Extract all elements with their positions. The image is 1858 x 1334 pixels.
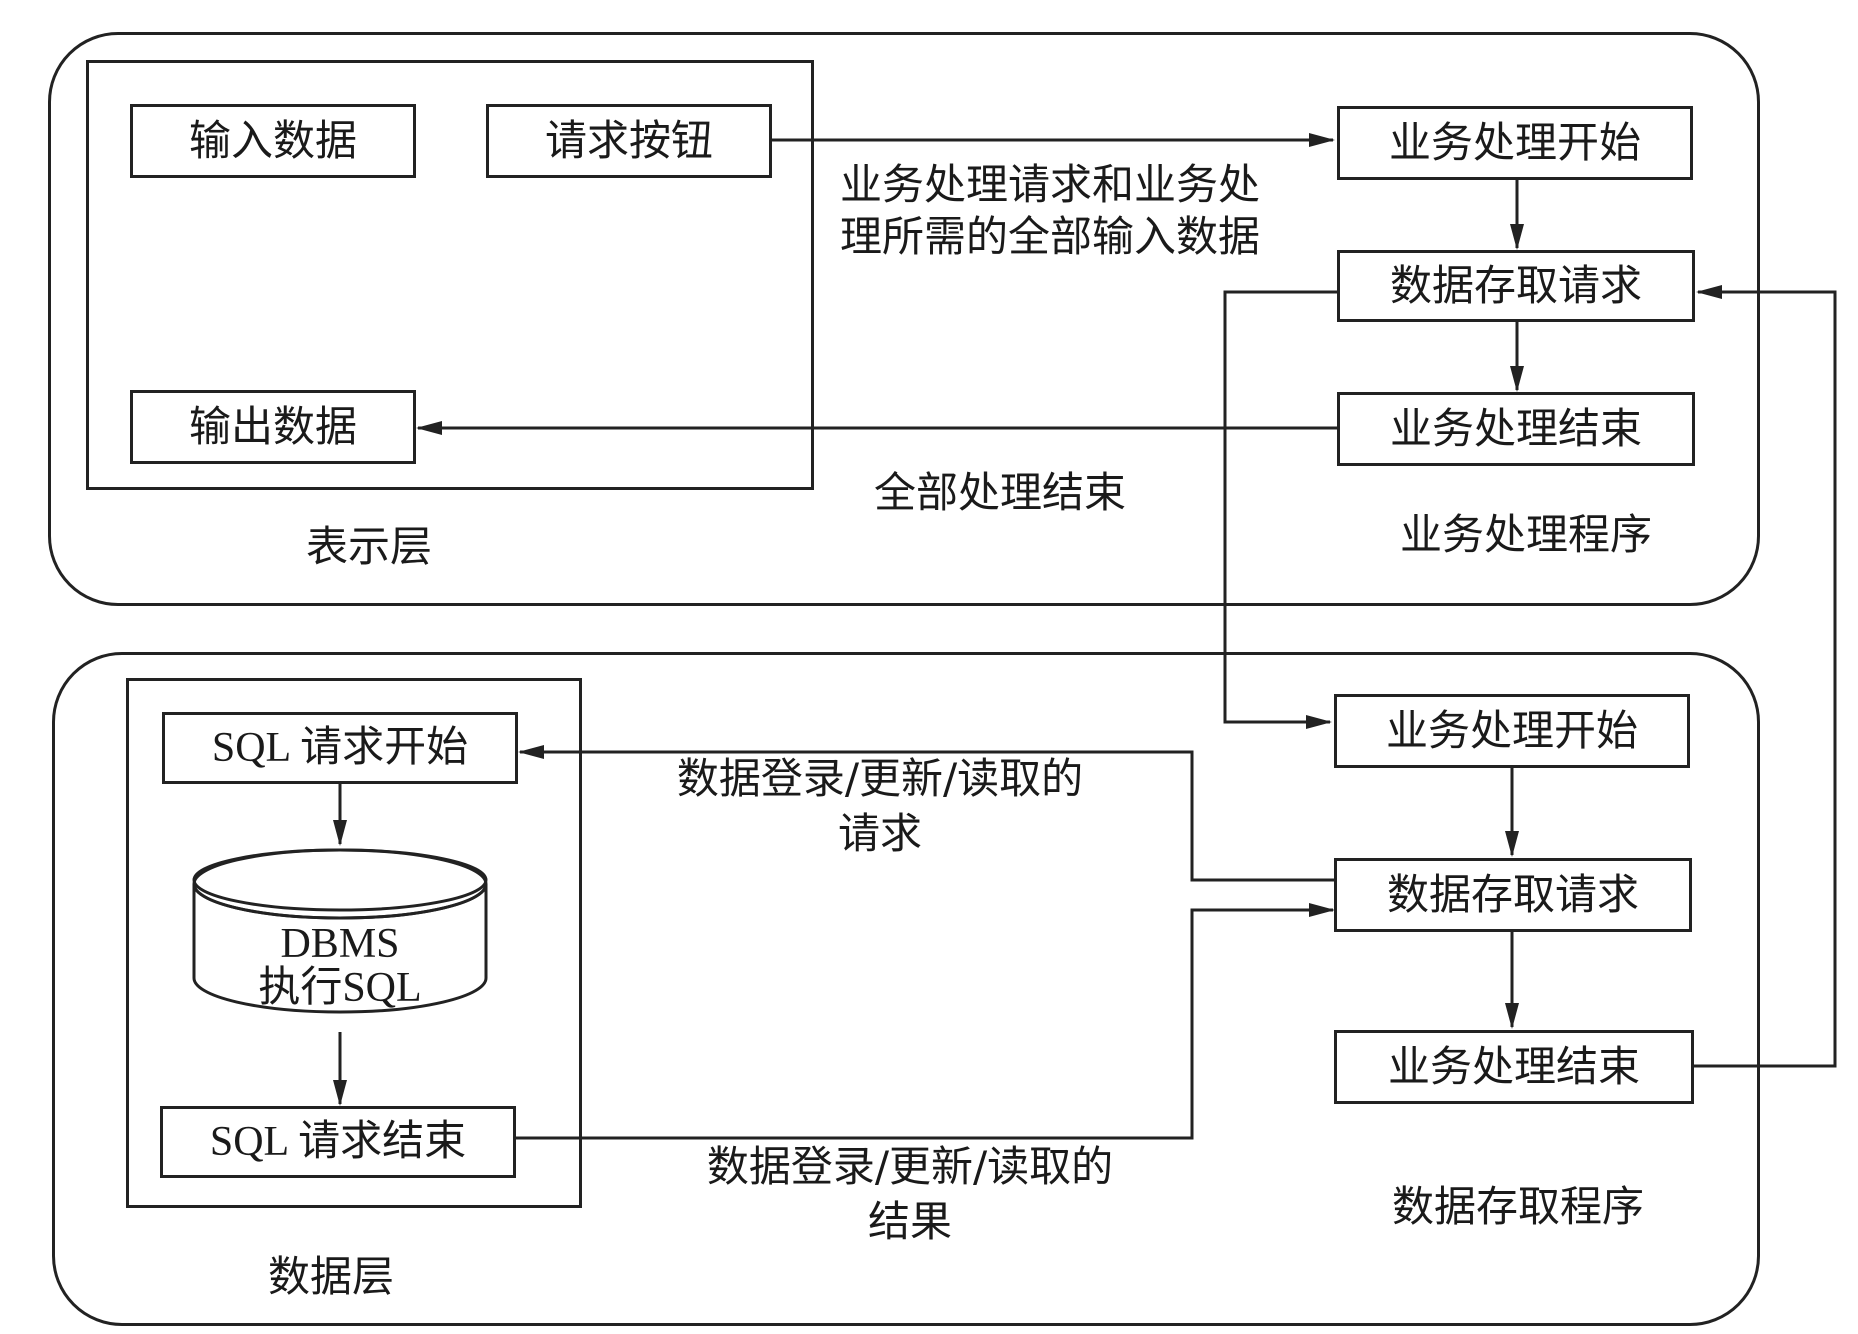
db-request-edge-label-1: 数据登录/更新/读取的 bbox=[676, 754, 1084, 803]
dbms-label-line1: DBMS bbox=[280, 921, 400, 967]
data-frame bbox=[52, 652, 1760, 1326]
arrow-business-access-to-data-start bbox=[1223, 290, 1340, 729]
request-edge-label-1: 业务处理请求和业务处 bbox=[840, 160, 1261, 209]
dbms-label-line2: 执行SQL bbox=[258, 965, 422, 1012]
business-start-box: 业务处理开始 bbox=[1337, 106, 1693, 180]
sql-end-box: SQL 请求结束 bbox=[160, 1106, 516, 1178]
input-data-box: 输入数据 bbox=[130, 104, 416, 178]
arrow-data-end-to-business-access bbox=[1694, 285, 1837, 1068]
business-program-title: 业务处理程序 bbox=[1400, 510, 1653, 559]
business-end-box: 业务处理结束 bbox=[1337, 392, 1695, 466]
data-layer-panel bbox=[126, 678, 582, 1208]
db-request-edge-label-2: 请求 bbox=[837, 808, 922, 858]
sql-start-box: SQL 请求开始 bbox=[162, 712, 518, 784]
request-edge-label-2: 理所需的全部输入数据 bbox=[840, 212, 1261, 261]
data-access-program-title: 数据存取程序 bbox=[1392, 1182, 1645, 1231]
arrow-data-access-to-sql-start bbox=[518, 745, 1336, 882]
db-result-edge-label-2: 结果 bbox=[867, 1196, 952, 1246]
data-access-request-box: 数据存取请求 bbox=[1334, 858, 1692, 932]
presentation-business-frame bbox=[48, 32, 1760, 606]
data-layer-title: 数据层 bbox=[268, 1252, 395, 1301]
business-access-request-box: 数据存取请求 bbox=[1337, 250, 1695, 322]
output-data-box: 输出数据 bbox=[130, 390, 416, 464]
all-done-label: 全部处理结束 bbox=[874, 468, 1127, 517]
data-access-end-box: 业务处理结束 bbox=[1334, 1030, 1694, 1104]
database-cylinder-icon bbox=[192, 848, 488, 1014]
data-access-start-box: 业务处理开始 bbox=[1334, 694, 1690, 768]
dbms-label: DBMS 执行SQL bbox=[220, 922, 460, 1010]
db-result-edge-label: 数据登录/更新/读取的 结果 bbox=[690, 1140, 1130, 1249]
db-request-edge-label: 数据登录/更新/读取的 请求 bbox=[660, 752, 1100, 861]
presentation-panel bbox=[86, 60, 814, 490]
request-button[interactable]: 请求按钮 bbox=[486, 104, 772, 178]
arrow-sql-end-to-data-access bbox=[516, 903, 1335, 1140]
presentation-layer-title: 表示层 bbox=[306, 522, 433, 571]
db-result-edge-label-1: 数据登录/更新/读取的 bbox=[706, 1142, 1114, 1191]
